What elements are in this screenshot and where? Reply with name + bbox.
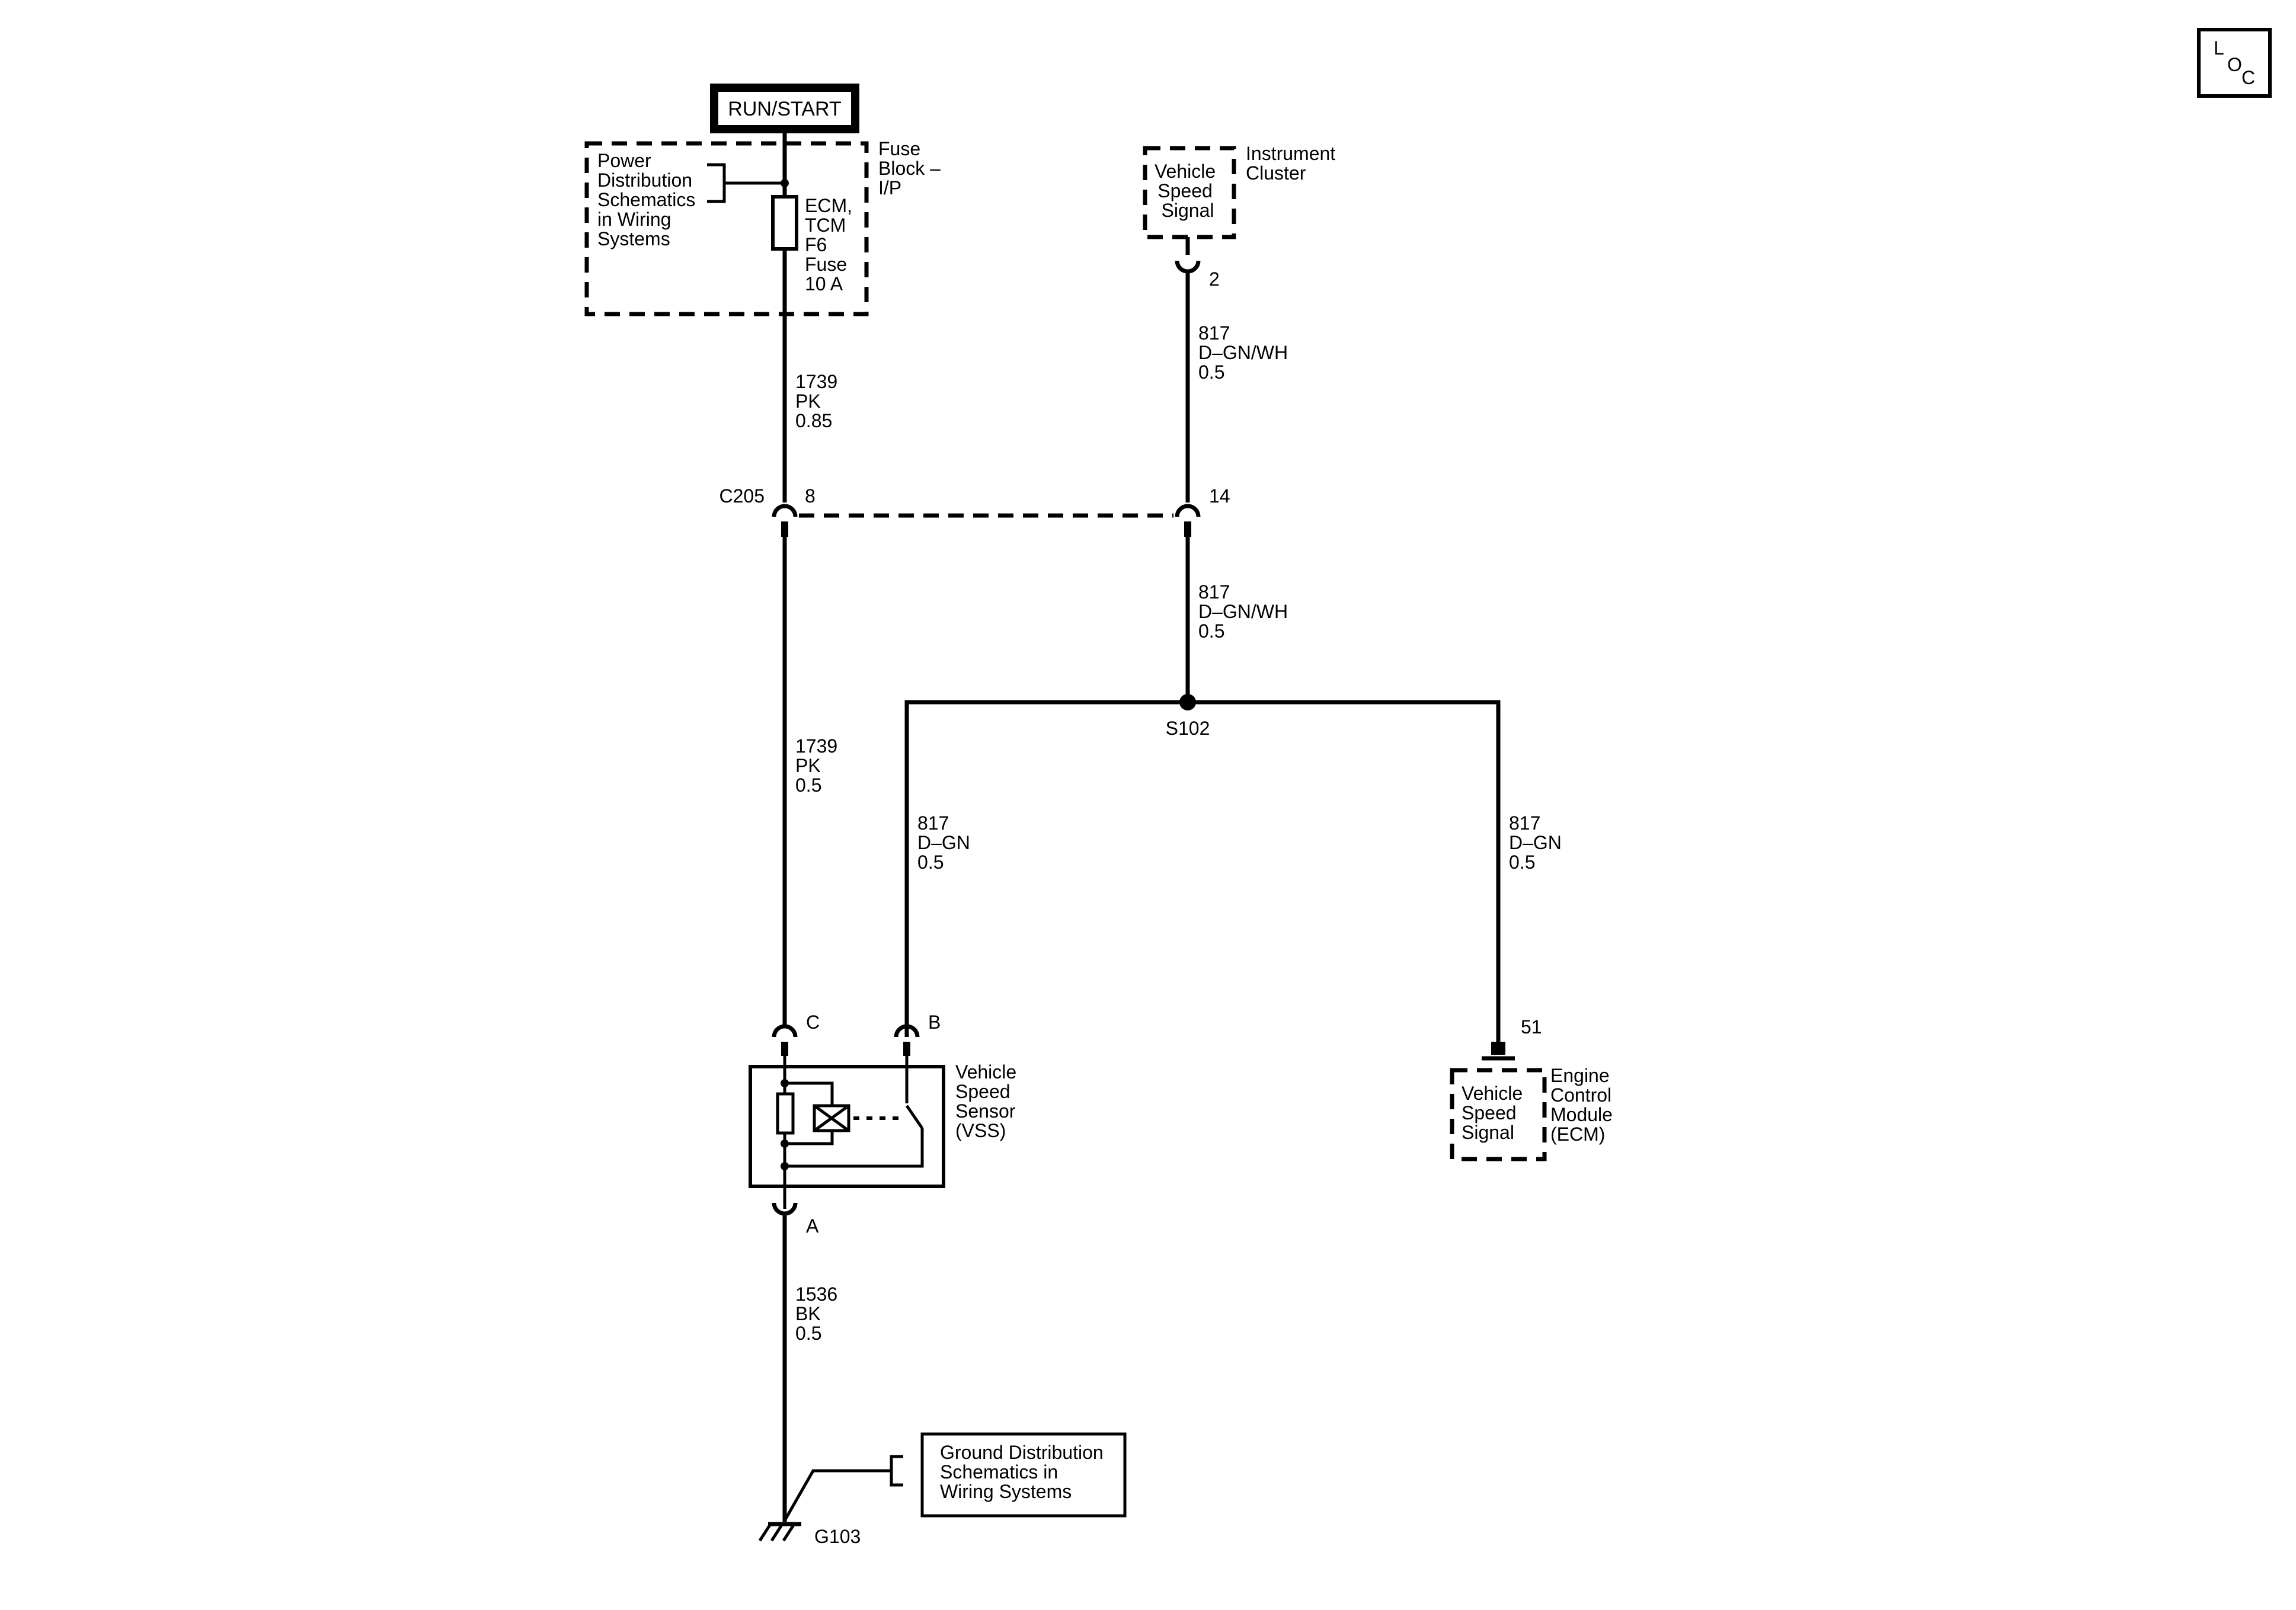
wire-1739-top-label: 1739 PK 0.85 xyxy=(795,371,843,431)
loc-box: L O C xyxy=(2197,28,2272,98)
vss-name: Vehicle Speed Sensor (VSS) xyxy=(955,1061,1022,1141)
ic-pin-2: 2 xyxy=(1209,268,1220,290)
vss-body xyxy=(749,1065,945,1188)
c205-name: C205 xyxy=(720,485,765,507)
c205-pin-8: 8 xyxy=(805,485,816,507)
ic-signal-label: Vehicle Speed Signal xyxy=(1155,161,1221,221)
wire-817-left-label: 817 D–GN 0.5 xyxy=(917,812,976,873)
splice-s102-label: S102 xyxy=(1166,718,1210,739)
ground-g103-label: G103 xyxy=(814,1526,861,1547)
c205-pin-14: 14 xyxy=(1209,485,1230,507)
c205-pin-8-socket xyxy=(772,504,798,517)
run-start-label: RUN/START xyxy=(728,98,841,120)
ecm-pin-51: 51 xyxy=(1521,1016,1542,1038)
ecm-signal-label: Vehicle Speed Signal xyxy=(1462,1083,1528,1143)
fuse-block-name: Fuse Block – I/P xyxy=(878,138,946,199)
vss-pin-a: A xyxy=(806,1215,819,1237)
ic-pin-2-connector xyxy=(1175,260,1201,274)
ground-distribution-box xyxy=(920,1432,1127,1518)
fuse-block: Fuse Block – I/P Power Distribution Sche… xyxy=(584,138,946,316)
wire-1739-mid-label: 1739 PK 0.5 xyxy=(795,735,843,796)
ic-name: Instrument Cluster xyxy=(1246,143,1341,184)
ground-distribution-reference: Ground Distribution Schematics in Wiring… xyxy=(940,1442,1109,1502)
wire-817-right-label: 817 D–GN 0.5 xyxy=(1509,812,1567,873)
vss-pin-c: C xyxy=(806,1012,820,1033)
vss-pin-b-connector xyxy=(894,1024,920,1038)
vss-pin-c-connector xyxy=(772,1024,798,1038)
ecm-name: Engine Control Module (ECM) xyxy=(1550,1065,1618,1145)
connector-c205: C205 8 14 xyxy=(720,485,1230,537)
resistor-icon xyxy=(776,1092,795,1135)
loc-o: O xyxy=(2227,54,2242,75)
fuse-f6-icon xyxy=(771,195,798,251)
ground-g103: Ground Distribution Schematics in Wiring… xyxy=(758,1432,1127,1547)
wire-1536-label: 1536 BK 0.5 xyxy=(795,1283,843,1344)
c205-pin-14-socket xyxy=(1175,504,1201,517)
vehicle-speed-sensor: C B Vehicle Speed Sensor (VSS) A xyxy=(749,1012,1022,1237)
loc-l: L xyxy=(2214,37,2224,59)
engine-control-module: 51 Vehicle Speed Signal Engine Control M… xyxy=(1450,1016,1618,1161)
wire-817-top-label: 817 D–GN/WH 0.5 xyxy=(1198,322,1293,383)
ground-reference-bracket xyxy=(890,1455,903,1487)
wire-817-branches xyxy=(904,700,1501,1037)
run-start-source: RUN/START xyxy=(710,84,859,133)
switch-contact-icon xyxy=(905,1105,924,1129)
power-distribution-reference: Power Distribution Schematics in Wiring … xyxy=(597,150,701,249)
instrument-cluster: Vehicle Speed Signal Instrument Cluster … xyxy=(1143,143,1341,290)
vss-pin-b: B xyxy=(928,1012,941,1033)
loc-c: C xyxy=(2241,67,2255,88)
reference-bracket xyxy=(707,163,726,203)
fuse-f6-label: ECM, TCM F6 Fuse 10 A xyxy=(805,195,858,295)
wire-817-mid-label: 817 D–GN/WH 0.5 xyxy=(1198,581,1293,642)
